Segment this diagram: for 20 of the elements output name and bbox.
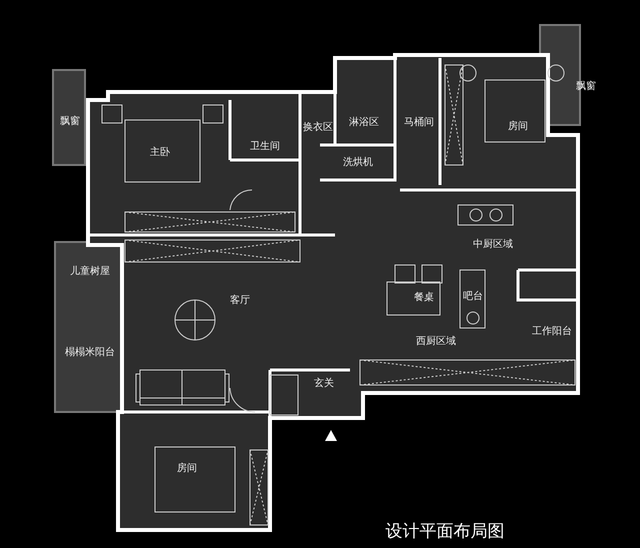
room-label: 餐桌 [414,293,434,303]
room-label: 儿童树屋 [70,267,110,277]
room-label: 主卧 [150,148,170,158]
room-label: 西厨区域 [416,337,456,347]
room-label: 卫生间 [250,142,280,152]
caption: 设计平面布局图 [386,520,504,542]
room-label: 吧台 [463,292,483,302]
room-label: 中厨区域 [473,240,513,250]
room-label: 马桶间 [404,118,434,128]
room-label: 工作阳台 [532,327,572,337]
room-label: 淋浴区 [349,118,379,128]
room-label: 换衣区 [303,123,333,133]
room-label: 玄关 [314,379,334,389]
room-label: 榻榻米阳台 [65,348,115,358]
room-label: 房间 [508,122,528,132]
room-label: 飘窗 [60,117,80,127]
room-label: 房间 [177,464,197,474]
room-label: 客厅 [230,296,250,306]
room-label: 飘窗 [576,82,596,92]
room-label: 洗烘机 [343,158,373,168]
